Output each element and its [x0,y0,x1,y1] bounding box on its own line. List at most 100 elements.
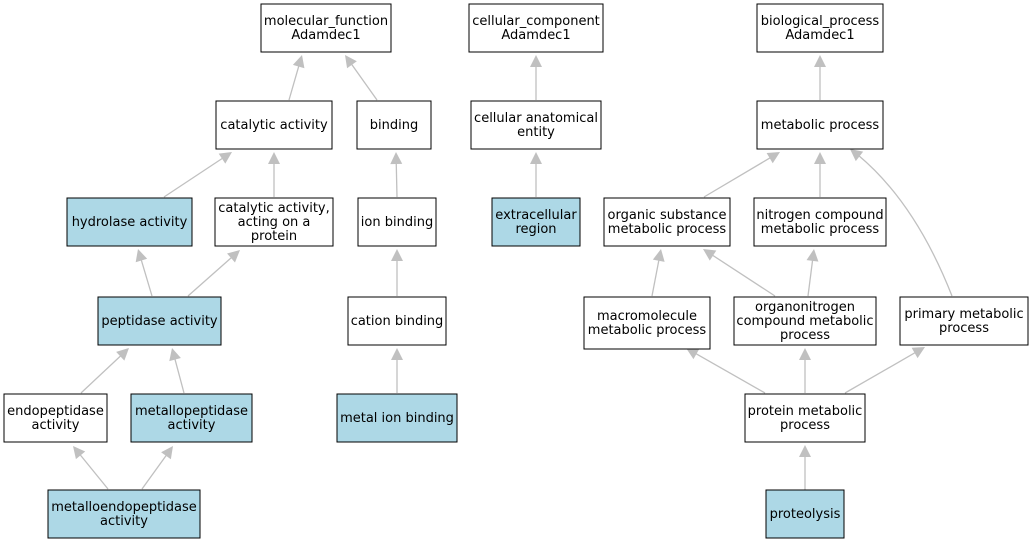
node-label-line: metabolic process [588,323,707,338]
node-label-line: hydrolase activity [72,215,188,230]
node-label-line: metabolic process [761,118,880,133]
edge-line [187,256,233,297]
edge-pep-hyd [135,249,153,297]
node-box [357,197,437,247]
edge-line [140,258,153,297]
node-box [583,296,711,350]
arrowhead [530,152,542,164]
node-label-line: binding [370,118,418,133]
edge-bind-mf [345,55,378,101]
edge-line [844,351,917,394]
edge-ecr-cae [530,152,542,197]
node-box [470,100,602,150]
node-box [491,197,581,247]
arrowhead [799,445,811,457]
arrowhead [806,249,819,262]
node-label-line: compound metabolic [736,314,873,329]
node-label-line: macromolecule [597,309,697,324]
node-label-line: protein [251,229,297,244]
edge-prot-orgn [799,348,811,393]
arrowhead [218,152,232,164]
edge-macro-org [651,249,665,297]
node-box [97,296,222,346]
edge-endo-pep [80,348,129,394]
node-label-line: biological_process [761,14,880,29]
edge-prot-macro [686,348,766,394]
node-box [744,393,866,443]
node-label-line: protein metabolic [748,404,863,419]
edge-cation-ion [391,249,403,296]
node-label-line: process [939,321,989,336]
node-box [336,393,458,443]
edge-line [141,453,168,490]
node-label-line: metallopeptidase [135,404,248,419]
edge-cae-cc [530,55,542,100]
node-label-line: endopeptidase [7,404,104,419]
node-label-line: extracellular [495,208,577,223]
node-label-line: ion binding [361,215,433,230]
edge-ion-bind [390,152,403,198]
arrowhead [652,249,665,262]
node-label-line: cation binding [351,314,444,329]
arrowhead [268,152,280,164]
node-label-line: metalloendopeptidase [51,500,197,515]
edge-line [703,156,772,198]
node-met: metabolic process [756,100,884,150]
node-box [899,296,1029,346]
node-label-line: metal ion binding [340,411,454,426]
edge-metallo-pep [169,348,185,394]
node-label-line: metabolic process [608,222,727,237]
edge-cat-mf [288,55,305,101]
edge-pep-catp [187,250,240,297]
node-proteo: proteolysis [765,489,845,539]
arrowhead [850,149,864,162]
edge-line [350,62,378,101]
arrowhead [391,249,403,261]
node-box [468,3,604,53]
node-label-line: cellular_component [472,14,600,29]
node-box [47,489,201,539]
arrowhead [391,348,403,360]
node-label-line: Adamdec1 [785,28,854,43]
edge-mendo-metallo [141,446,173,490]
arrowhead [911,347,925,359]
node-box [215,100,333,150]
node-label-line: cellular anatomical [474,111,598,126]
edge-mib-cation [391,348,403,393]
node-box [753,197,887,247]
node-label-line: entity [517,125,555,140]
arrowhead [814,152,826,164]
node-box [214,197,334,247]
arrowhead [345,55,357,69]
arrowhead [161,446,173,460]
edge-hyd-cat [163,152,232,198]
edge-line [807,258,814,297]
node-hyd: hydrolase activity [66,197,193,247]
nodes-layer: molecular_functionAdamdec1cellular_compo… [3,3,1029,539]
edge-line [651,258,660,297]
arrowhead [814,55,826,67]
arrowhead [116,348,129,361]
node-cation: cation binding [347,296,447,346]
arrowhead [799,348,811,360]
arrowhead [169,348,181,362]
node-label-line: Adamdec1 [291,28,360,43]
arrowhead [390,152,403,165]
node-label-line: organonitrogen [755,300,855,315]
edge-mendo-endo [73,446,109,490]
edge-catp-cat [268,152,280,197]
edge-orgn-nit [806,249,819,297]
arrowhead [292,55,305,69]
node-box [347,296,447,346]
edge-line [857,154,953,297]
edge-line [78,453,109,490]
node-box [356,100,432,150]
